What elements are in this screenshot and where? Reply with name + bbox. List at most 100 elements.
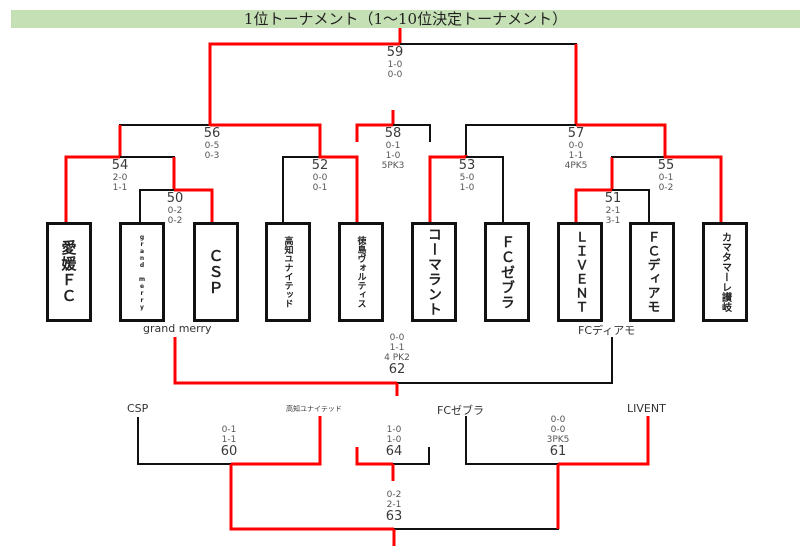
match-number: 56 <box>203 126 221 141</box>
match-score: 0-2 <box>658 183 674 193</box>
match-score: 0-1 <box>385 141 401 151</box>
match-57-label: 57 0-0 1-1 4PK5 <box>551 127 601 172</box>
team-name: 高知ユナイテッド <box>282 236 293 308</box>
match-number: 64 <box>385 444 403 459</box>
m62-left-team: grand merry <box>143 322 212 335</box>
match-number: 53 <box>458 158 476 173</box>
match-54-label: 54 2-0 1-1 <box>105 158 135 194</box>
team-box-grand-merry: grand merry <box>119 222 165 322</box>
match-56-lines <box>118 120 322 157</box>
match-58-label: 58 0-1 1-0 5PK3 <box>368 126 418 172</box>
match-score: 3PK5 <box>546 435 570 445</box>
match-score: 1-1 <box>568 151 584 161</box>
match-score: 2-1 <box>605 206 621 216</box>
tournament-title: 1位トーナメント（1〜10位決定トーナメント） <box>11 10 800 28</box>
match-score: 4 PK2 <box>384 353 410 363</box>
match-53-label: 53 5-0 1-0 <box>452 158 482 194</box>
m61-left-team: FCゼブラ <box>437 404 485 417</box>
match-score: 1-0 <box>459 183 475 193</box>
match-score: 1-0 <box>387 60 403 70</box>
match-score: 5PK3 <box>381 161 405 171</box>
match-55-lines <box>610 155 723 222</box>
match-score: 0-5 <box>204 141 220 151</box>
match-number: 60 <box>220 444 238 459</box>
match-score: 0-0 <box>550 415 566 425</box>
match-number: 55 <box>657 158 675 173</box>
match-score: 0-2 <box>167 206 183 216</box>
match-number: 58 <box>384 126 402 141</box>
team-box-kochi-united: 高知ユナイテッド <box>265 222 311 322</box>
team-name: 愛媛ＦＣ <box>59 240 78 304</box>
match-number: 61 <box>549 444 567 459</box>
team-box-ehime-fc: 愛媛ＦＣ <box>46 222 92 322</box>
match-number: 50 <box>166 191 184 206</box>
match-51-lines <box>574 188 650 222</box>
match-score: 1-0 <box>385 151 401 161</box>
match-60-label: 0-1 1-1 60 <box>214 425 244 459</box>
match-number: 52 <box>311 158 329 173</box>
match-score: 0-3 <box>204 151 220 161</box>
team-name: ＣＳＰ <box>206 248 225 296</box>
match-52-label: 52 0-0 0-1 <box>305 158 335 194</box>
match-score: 0-0 <box>387 70 403 80</box>
match-number: 59 <box>386 45 404 60</box>
match-62-label: 0-0 1-1 4 PK2 62 <box>372 333 422 377</box>
match-52-lines <box>282 150 359 222</box>
match-number: 54 <box>111 158 129 173</box>
match-63-lines <box>229 464 560 546</box>
match-score: 0-2 <box>386 490 402 500</box>
team-box-kamatamare-sanuki: カマタマーレ讃岐 <box>702 222 748 322</box>
match-54-lines <box>64 155 176 222</box>
match-62-lines <box>173 337 613 396</box>
match-59-lines <box>208 28 578 125</box>
match-score: 0-0 <box>389 333 405 343</box>
match-score: 5-0 <box>459 173 475 183</box>
m61-right-team: LIVENT <box>627 402 666 415</box>
match-number: 62 <box>388 362 406 377</box>
match-56-label: 56 0-5 0-3 <box>187 126 237 162</box>
match-64-lines <box>355 447 430 481</box>
match-score: 0-1 <box>658 173 674 183</box>
match-53-lines <box>428 155 504 222</box>
match-score: 0-0 <box>568 141 584 151</box>
match-58-lines <box>355 110 431 142</box>
match-60-lines <box>137 416 322 466</box>
match-61-label: 0-0 0-0 3PK5 61 <box>540 415 576 459</box>
match-number: 63 <box>385 509 403 524</box>
match-score: 0-0 <box>550 425 566 435</box>
match-50-lines <box>139 188 214 222</box>
m60-right-team: 高知ユナイテッド <box>286 405 342 413</box>
match-score: 2-1 <box>386 500 402 510</box>
team-name: コーマラント <box>426 227 442 317</box>
match-score: 1-0 <box>386 435 402 445</box>
match-50-label: 50 0-2 0-2 <box>160 191 190 227</box>
match-51-label: 51 2-1 3-1 <box>598 192 628 227</box>
match-61-lines <box>465 416 650 466</box>
team-name: ＦＣディアモ <box>644 230 660 314</box>
match-score: 3-1 <box>605 216 621 226</box>
team-box-fc-zebra: ＦＣゼブラ <box>484 222 530 322</box>
team-box-livent: ＬＩＶＥＮＴ <box>557 222 603 322</box>
team-box-cormorant: コーマラント <box>411 222 457 322</box>
match-score: 1-1 <box>221 435 237 445</box>
team-name: ＬＩＶＥＮＴ <box>572 230 588 314</box>
match-score: 1-1 <box>112 183 128 193</box>
match-score: 0-2 <box>167 216 183 226</box>
m60-left-team: CSP <box>127 402 149 415</box>
match-score: 0-1 <box>312 183 328 193</box>
team-name: 徳島ヴォルティス <box>355 236 366 308</box>
match-64-label: 1-0 1-0 64 <box>379 425 409 459</box>
match-57-lines <box>465 123 667 155</box>
match-score: 0-0 <box>312 173 328 183</box>
match-score: 1-0 <box>386 425 402 435</box>
match-score: 0-1 <box>221 425 237 435</box>
match-59-label: 59 1-0 0-0 <box>370 45 420 81</box>
m62-right-team: FCディアモ <box>578 324 636 337</box>
team-name: カマタマーレ讃岐 <box>719 232 731 312</box>
match-55-label: 55 0-1 0-2 <box>651 158 681 194</box>
team-name: grand merry <box>138 233 146 311</box>
match-score: 4PK5 <box>564 161 588 171</box>
team-box-tokushima-vortis: 徳島ヴォルティス <box>338 222 384 322</box>
match-score: 1-1 <box>389 343 405 353</box>
